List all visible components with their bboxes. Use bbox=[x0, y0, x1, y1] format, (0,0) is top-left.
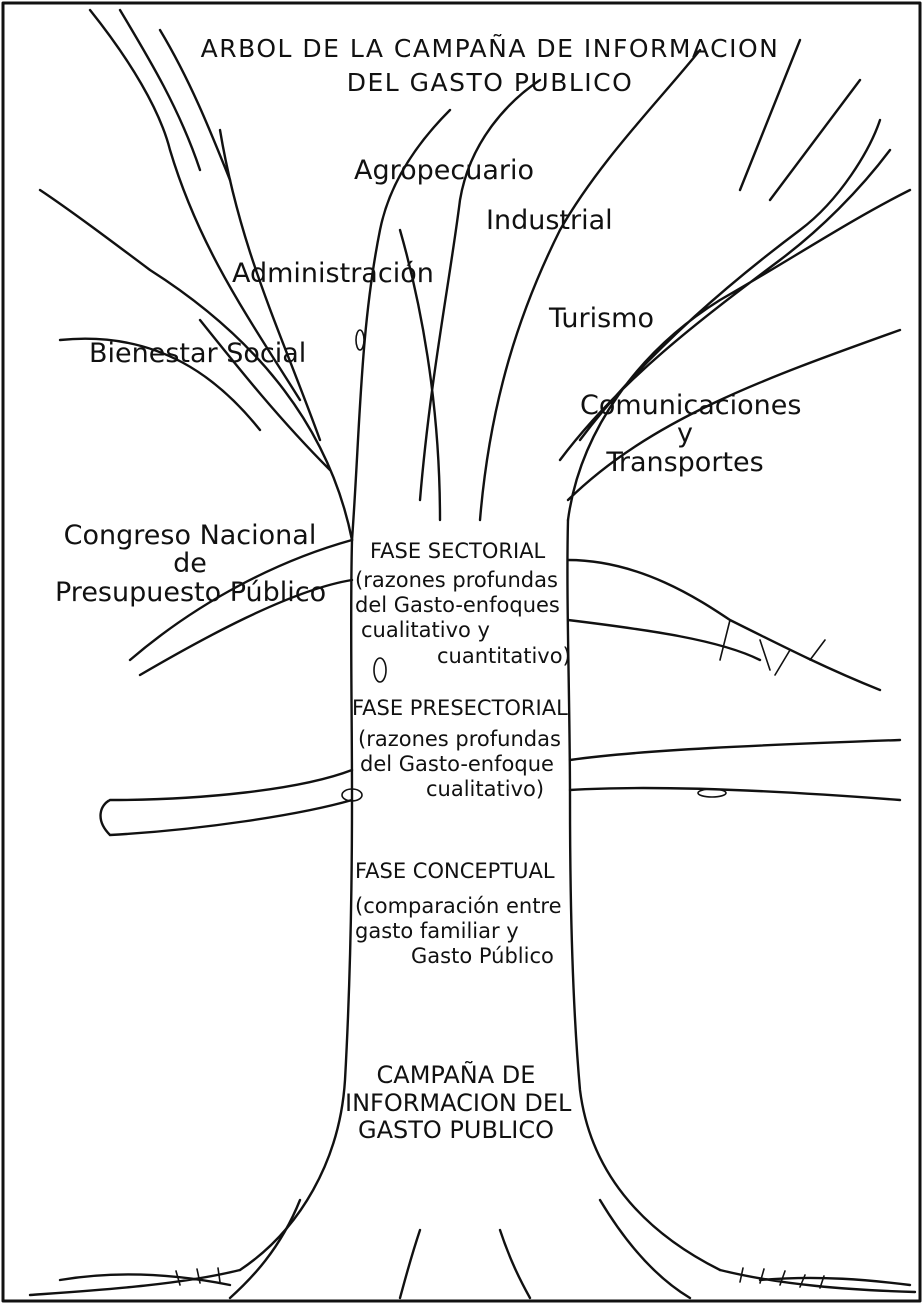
branch-label-industrial: Industrial bbox=[486, 207, 613, 235]
branch-label-congreso: Congreso Nacional de Presupuesto Público bbox=[55, 522, 325, 607]
phase-sectorial-line3: cualitativo y bbox=[355, 618, 571, 643]
phase-conceptual-line1: (comparación entre bbox=[355, 894, 562, 919]
comunicaciones-line3: Transportes bbox=[580, 449, 790, 477]
congreso-line1: Congreso Nacional bbox=[55, 522, 325, 550]
trunk-right-edge bbox=[567, 520, 720, 1270]
branch-label-bienestar-social: Bienestar Social bbox=[89, 340, 306, 368]
trunk-left-edge bbox=[240, 540, 352, 1270]
phase-conceptual-line3: Gasto Público bbox=[355, 944, 562, 969]
branch-label-turismo: Turismo bbox=[549, 305, 654, 333]
phase-conceptual-line2: gasto familiar y bbox=[355, 919, 562, 944]
phase-presectorial-title: FASE PRESECTORIAL bbox=[352, 697, 568, 719]
branch-label-agropecuario: Agropecuario bbox=[354, 157, 534, 185]
root-line2: INFORMACION DEL bbox=[345, 1090, 567, 1118]
diagram-title: ARBOL DE LA CAMPAÑA DE INFORMACION DEL G… bbox=[200, 36, 780, 97]
diagram-title-line2: DEL GASTO PUBLICO bbox=[200, 70, 780, 96]
knot-upper bbox=[356, 330, 364, 350]
phase-sectorial-title: FASE SECTORIAL bbox=[355, 540, 571, 562]
phase-conceptual: FASE CONCEPTUAL (comparación entre gasto… bbox=[355, 860, 562, 970]
phase-presectorial-line2: del Gasto-enfoque bbox=[352, 752, 568, 777]
phase-presectorial: FASE PRESECTORIAL (razones profundas del… bbox=[352, 697, 568, 803]
phase-sectorial-line2: del Gasto-enfoques bbox=[355, 593, 571, 618]
branch-mid-right bbox=[568, 560, 880, 690]
branch-label-comunicaciones: Comunicaciones y Transportes bbox=[580, 392, 790, 477]
twig-leaves bbox=[720, 620, 825, 675]
root-line3: GASTO PUBLICO bbox=[345, 1117, 567, 1145]
phase-sectorial-line1: (razones profundas bbox=[355, 568, 571, 593]
comunicaciones-line2: y bbox=[580, 420, 790, 448]
root-lines bbox=[30, 1200, 915, 1298]
diagram-title-line1: ARBOL DE LA CAMPAÑA DE INFORMACION bbox=[200, 36, 780, 62]
branch-lower-left bbox=[101, 770, 352, 835]
phase-sectorial: FASE SECTORIAL (razones profundas del Ga… bbox=[355, 540, 571, 669]
branch-label-administracion: Administración bbox=[232, 260, 434, 288]
phase-sectorial-line4: cuantitativo) bbox=[355, 644, 571, 669]
phase-conceptual-title: FASE CONCEPTUAL bbox=[355, 860, 562, 882]
phase-presectorial-line3: cualitativo) bbox=[352, 777, 568, 802]
congreso-line2: de bbox=[55, 550, 325, 578]
comunicaciones-line1: Comunicaciones bbox=[580, 392, 790, 420]
phase-presectorial-line1: (razones profundas bbox=[352, 727, 568, 752]
root-line1: CAMPAÑA DE bbox=[345, 1062, 567, 1090]
branch-lower-right bbox=[570, 740, 900, 800]
congreso-line3: Presupuesto Público bbox=[55, 579, 325, 607]
root-label: CAMPAÑA DE INFORMACION DEL GASTO PUBLICO bbox=[345, 1062, 567, 1145]
